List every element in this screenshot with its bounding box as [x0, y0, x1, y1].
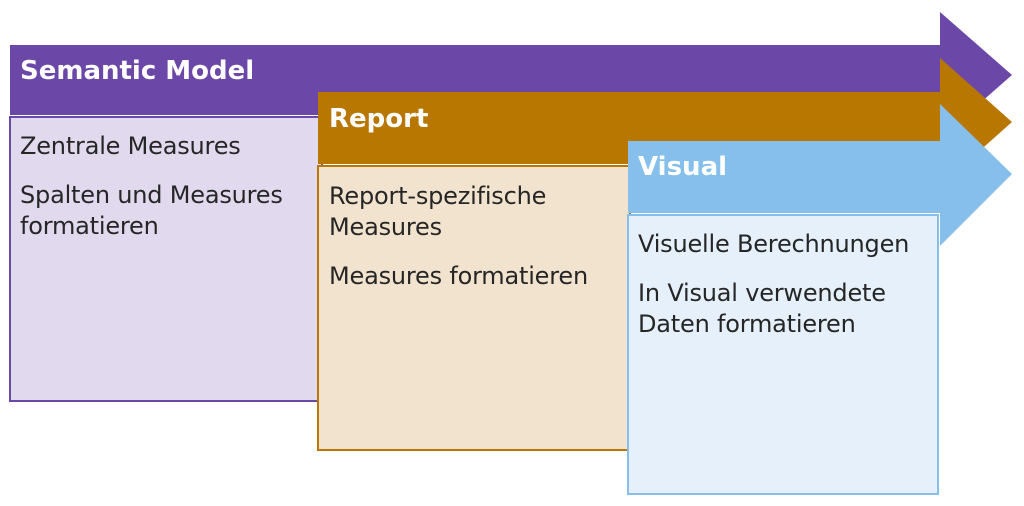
- report-box: [317, 165, 631, 451]
- visual-title: Visual: [638, 152, 728, 182]
- report-item: Report-spezifische Measures: [329, 182, 547, 241]
- semantic-model-box: [9, 116, 323, 402]
- visual-arrow: [628, 104, 1012, 246]
- semantic-model-title: Semantic Model: [20, 56, 255, 86]
- visual-item: Visuelle Berechnungen: [638, 230, 910, 258]
- visual-items: Visuelle Berechnungen In Visual verwende…: [638, 229, 936, 358]
- report-item: Measures formatieren: [329, 262, 588, 290]
- semantic-model-items: Zentrale Measures Spalten und Measures f…: [20, 131, 320, 260]
- semantic-model-item: Spalten und Measures formatieren: [20, 181, 283, 240]
- report-items: Report-spezifische Measures Measures for…: [329, 181, 627, 310]
- semantic-model-item: Zentrale Measures: [20, 132, 241, 160]
- visual-box: [627, 214, 939, 495]
- visual-item: In Visual verwendete Daten formatieren: [638, 279, 886, 338]
- report-title: Report: [329, 104, 429, 134]
